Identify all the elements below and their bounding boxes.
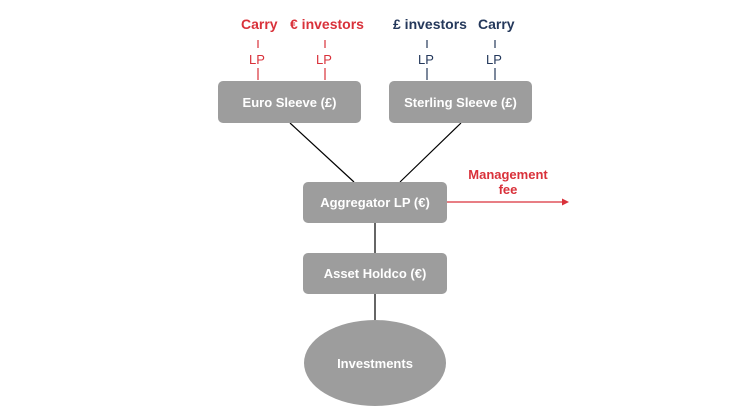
sterling-to-aggregator-line	[399, 122, 462, 183]
aggregator-box: Aggregator LP (€)	[303, 182, 447, 223]
euro-carry-label: Carry	[241, 16, 278, 32]
sterling-carry-label: Carry	[478, 16, 515, 32]
management-fee-line1: Management	[468, 167, 548, 182]
euro-sleeve-label: Euro Sleeve (£)	[242, 94, 337, 110]
euro-carry-lp-label: LP	[249, 52, 265, 67]
asset-holdco-label: Asset Holdco (€)	[323, 266, 427, 281]
asset-holdco-box: Asset Holdco (€)	[303, 253, 447, 294]
management-fee-line2: fee	[498, 181, 518, 197]
euro-to-aggregator-line	[289, 122, 355, 183]
aggregator-label: Aggregator LP (€)	[320, 195, 430, 210]
investments-oval: Investments	[304, 320, 446, 406]
sterling-sleeve-box: Sterling Sleeve (£)	[389, 81, 532, 123]
sterling-investors-label: £ investors	[393, 16, 467, 32]
euro-investors-lp-label: LP	[316, 52, 332, 67]
investments-label: Investments	[337, 355, 413, 371]
management-fee-label: Management fee	[458, 167, 558, 198]
euro-sleeve-box: Euro Sleeve (£)	[218, 81, 361, 123]
sterling-investors-lp-label: LP	[418, 52, 434, 67]
sterling-sleeve-label: Sterling Sleeve (£)	[404, 94, 517, 110]
euro-investors-label: € investors	[290, 16, 364, 32]
fee-arrowhead	[562, 198, 569, 206]
sterling-carry-lp-label: LP	[486, 52, 502, 67]
